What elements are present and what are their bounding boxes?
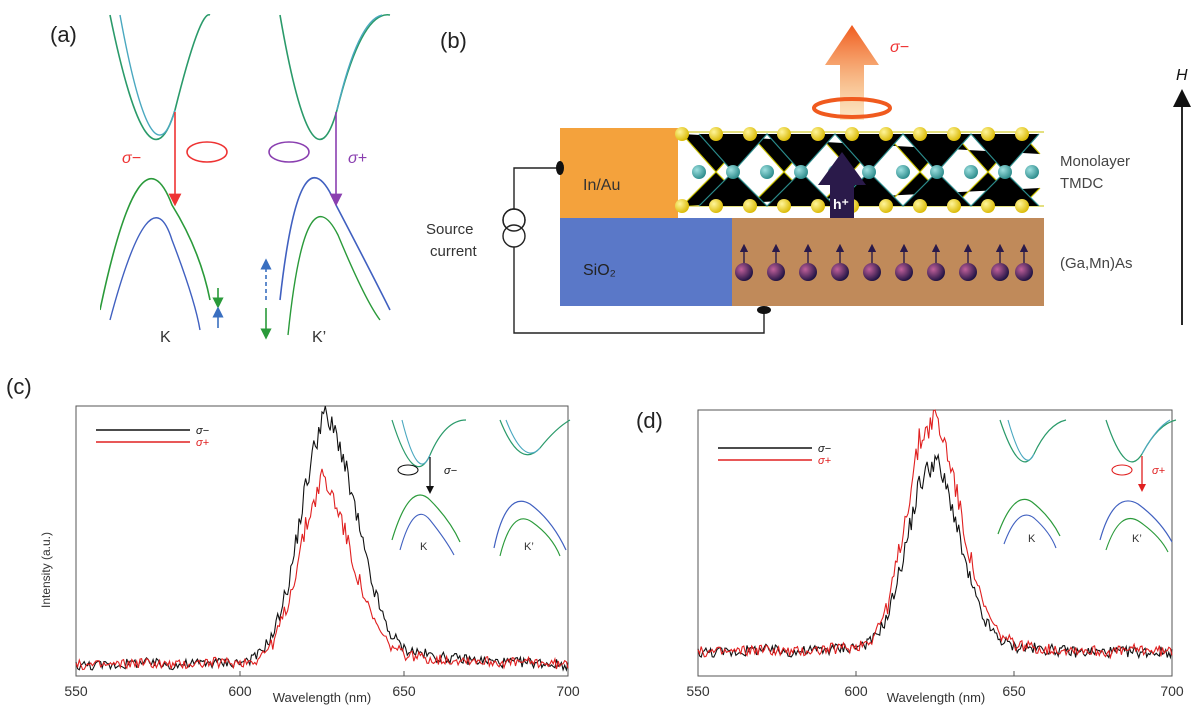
rotation-arrow-icon [812,97,892,119]
x-axis-label: Wavelength (nm) [273,690,372,705]
x-tick-label: 600 [844,683,868,699]
x-tick-label: 700 [556,683,580,699]
inset-sigma-minus: σ− [444,465,458,477]
legend-sigma-minus: σ− [818,443,832,455]
series-line-sigma-minus [75,405,569,672]
panel-c-label: (c) [6,374,32,399]
x-tick-label: 700 [1160,683,1184,699]
legend-sigma-minus: σ− [196,425,210,437]
legend: σ− σ+ [96,425,210,449]
current-source-icon [502,208,526,248]
series-line-sigma-minus [697,453,1173,660]
valley-kprime-label: K’ [312,329,326,346]
panel-b-device-schematic: σ− In/Au SiO₂ h⁺ [426,25,1191,334]
oxide-label: SiO₂ [583,262,616,279]
in-au-contact [560,128,678,218]
x-tick-label: 550 [686,683,710,699]
emission-arrow [825,25,879,120]
monolayer-label-line1: Monolayer [1060,153,1130,170]
y-axis-label: Intensity (a.u.) [39,532,53,608]
kprime-valence-band-lower [287,215,381,336]
circuit-wire [513,167,765,334]
panel-d-label: (d) [636,408,663,433]
substrate-label: (Ga,Mn)As [1060,255,1133,272]
inset-band-diagram: σ− K K’ [391,419,571,557]
hole-arrow [818,152,866,218]
x-tick-label: 650 [1002,683,1026,699]
gamnas-substrate [732,218,1044,306]
spin-balls [735,243,1033,281]
plot-frame [697,409,1173,677]
x-tick-label: 650 [392,683,416,699]
panel-a-band-diagram: σ− σ+ K K’ [100,14,391,346]
source-label-line2: current [430,243,478,260]
x-tick-label: 550 [64,683,88,699]
k-valence-band-lower [109,217,201,331]
inset-kprime: K’ [524,541,534,553]
sio2-layer [560,218,732,306]
sigma-plus-circle-icon [268,141,310,163]
legend-sigma-plus: σ+ [196,437,210,449]
series-line-sigma-plus [697,409,1173,660]
sigma-plus-label: σ+ [348,150,367,167]
yellow-atoms [675,127,1029,213]
valley-k-label: K [160,329,171,346]
contact-label: In/Au [583,177,620,194]
x-tick-label: 600 [228,683,252,699]
field-label: H [1176,67,1188,84]
legend-sigma-plus: σ+ [818,455,832,467]
emission-sigma-label: σ− [890,39,909,56]
kprime-valence-band-upper [279,176,391,311]
source-label-line1: Source [426,221,474,238]
k-valence-band-upper [100,177,211,311]
kprime-conduction-band [279,14,391,141]
series-line-sigma-plus [75,468,569,671]
inset-sigma-plus: σ+ [1152,465,1166,477]
legend: σ− σ+ [718,443,832,467]
tmdc-lattice [680,131,1044,207]
chart-c: 550 600 650 700 Intensity (a.u.) Wavelength… [39,405,580,705]
plot-frame [75,405,569,677]
sigma-minus-label: σ− [122,150,141,167]
x-axis-label: Wavelength (nm) [887,690,986,705]
inset-k: K [420,541,428,553]
k-conduction-band [109,14,211,141]
inset-kprime: K’ [1132,533,1142,545]
sigma-minus-circle-icon [186,141,228,163]
inset-k: K [1028,533,1036,545]
hole-label: h⁺ [833,196,849,212]
chart-d: 550 600 650 700 Wavelength (nm) σ− σ+ σ+ K … [686,409,1184,705]
panel-b-label: (b) [440,28,467,53]
panel-a-label: (a) [50,22,77,47]
monolayer-label-line2: TMDC [1060,175,1103,192]
inset-band-diagram: σ+ K K’ [997,419,1177,553]
